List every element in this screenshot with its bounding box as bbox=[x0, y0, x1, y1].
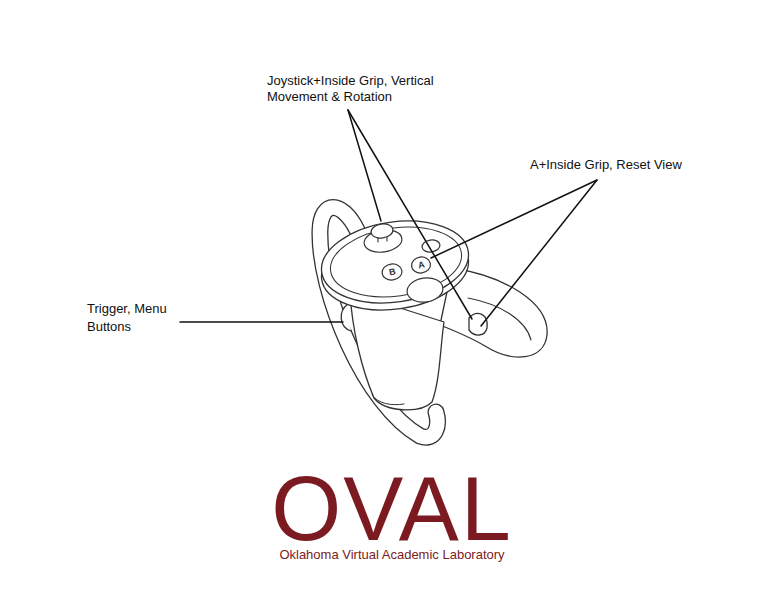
joystick-cap bbox=[370, 223, 394, 240]
trigger bbox=[341, 304, 351, 331]
button-letter: A bbox=[417, 259, 425, 270]
face-plate bbox=[316, 212, 474, 312]
inside-grip-button bbox=[469, 313, 487, 335]
leader-line bbox=[481, 180, 597, 326]
callout-label: Trigger, Menu Buttons bbox=[87, 300, 177, 336]
leader-line bbox=[348, 110, 381, 221]
callout-label: Joystick+Inside Grip, Vertical Movement … bbox=[267, 73, 447, 105]
thumb-rest bbox=[406, 276, 445, 305]
logo-subtitle: Oklahoma Virtual Academic Laboratory bbox=[4, 547, 780, 563]
leader-line bbox=[180, 321, 343, 323]
callout-label: A+Inside Grip, Reset View bbox=[530, 157, 682, 173]
grip-shell-edge bbox=[468, 298, 531, 340]
leader-line bbox=[431, 180, 597, 258]
a-button bbox=[410, 256, 431, 274]
leader-line bbox=[348, 110, 472, 319]
face-plate-rim bbox=[326, 219, 466, 305]
handle-edge bbox=[372, 395, 404, 405]
logo-wordmark: OVAL bbox=[4, 469, 780, 549]
b-button bbox=[381, 263, 403, 282]
button-letter: B bbox=[388, 266, 396, 277]
